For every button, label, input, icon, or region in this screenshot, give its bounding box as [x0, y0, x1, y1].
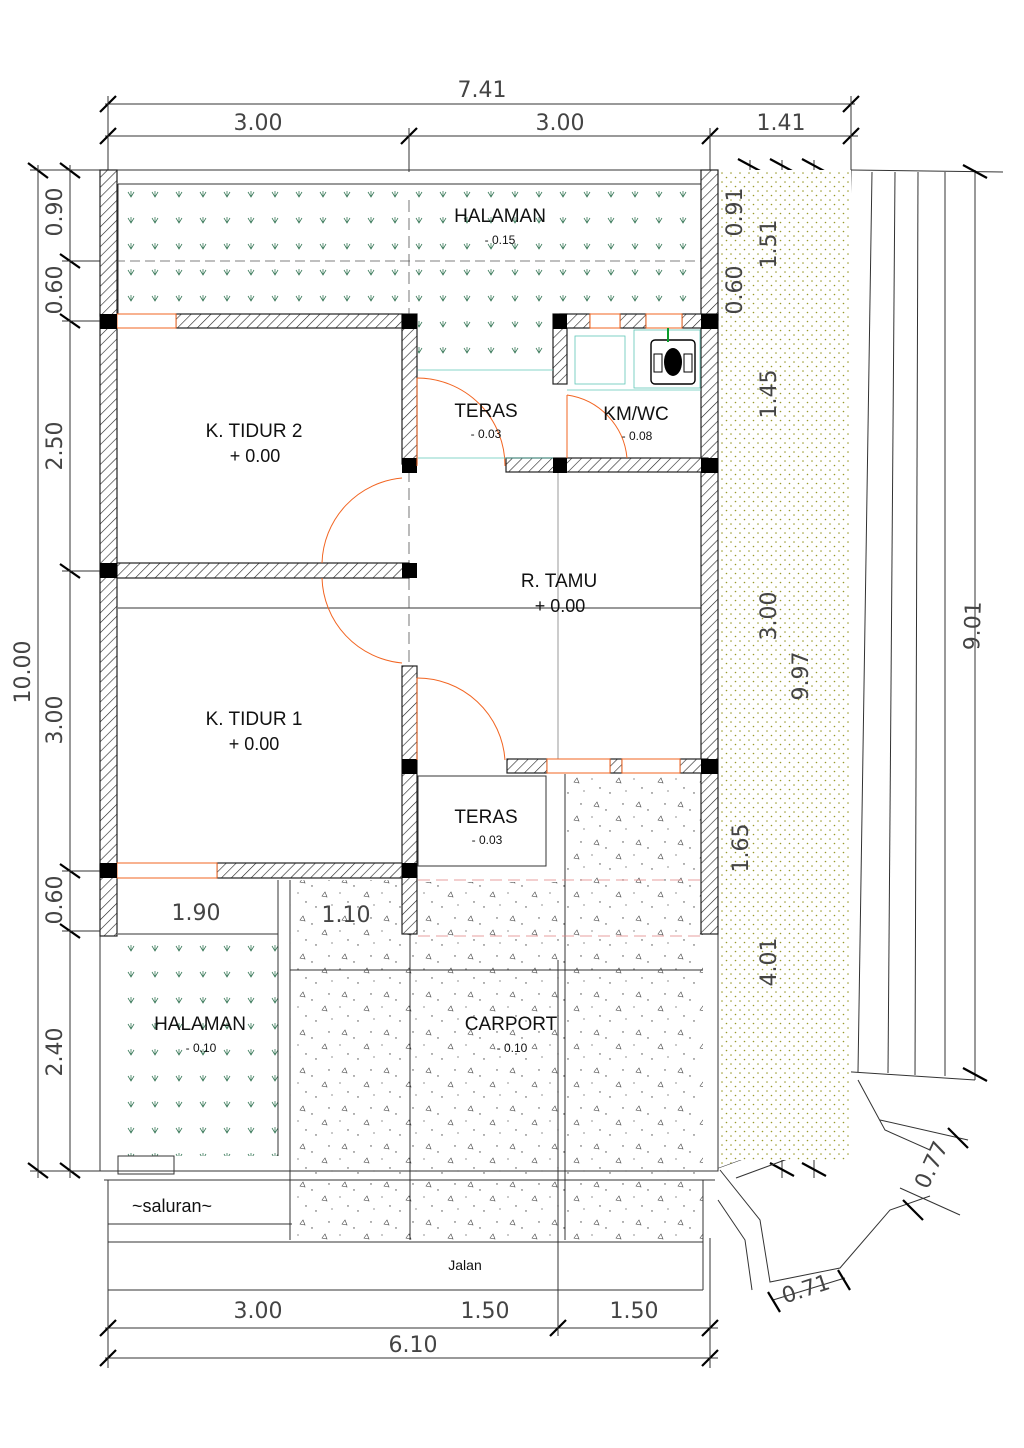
dim-front-2: 1.10	[322, 903, 371, 928]
dim-diag-2: 0.71	[779, 1270, 833, 1309]
room-halaman-top-level: - 0.15	[485, 233, 516, 247]
columns	[100, 314, 718, 878]
room-kmwc-level: - 0.08	[622, 429, 653, 443]
room-tidur1-level: + 0.00	[229, 734, 280, 754]
dim-right-b3: 3.00	[757, 592, 782, 641]
dim-right-b1: 1.51	[757, 220, 782, 269]
dim-top-right: 1.41	[757, 111, 806, 136]
dim-left-5: 0.60	[43, 876, 68, 925]
dim-right-d: 9.01	[960, 601, 987, 651]
dim-top-mid: 3.00	[536, 111, 585, 136]
site-lines	[99, 169, 719, 1291]
dim-left-4: 3.00	[43, 696, 68, 745]
room-kmwc-name: KM/WC	[603, 404, 668, 425]
room-teras-front-name: TERAS	[454, 807, 517, 828]
room-teras-top-name: TERAS	[454, 401, 517, 422]
dim-left-2: 0.60	[43, 266, 68, 315]
room-teras-top-level: - 0.03	[471, 427, 502, 441]
dim-bottom-mid: 1.50	[461, 1299, 510, 1324]
dim-bottom-right: 1.50	[610, 1299, 659, 1324]
jalan-label: Jalan	[448, 1257, 481, 1273]
room-tidur2-name: K. TIDUR 2	[206, 421, 303, 442]
dim-left-3: 2.50	[43, 422, 68, 471]
dim-top-left: 3.00	[234, 111, 283, 136]
squat-toilet-icon	[650, 328, 696, 385]
dim-bottom-left: 3.00	[234, 1299, 283, 1324]
dim-left-6: 2.40	[43, 1028, 68, 1077]
room-teras-front-level: - 0.03	[472, 833, 503, 847]
room-halaman-top-name: HALAMAN	[454, 206, 546, 227]
dim-right-b2: 1.45	[757, 370, 782, 419]
dim-bottom-total: 6.10	[389, 1333, 438, 1358]
room-halaman-front-level: - 0.10	[186, 1041, 217, 1055]
room-labels: HALAMAN - 0.15 TERAS - 0.03 KM/WC - 0.08…	[132, 206, 669, 1273]
room-tidur1-name: K. TIDUR 1	[206, 709, 303, 730]
room-carport-name: CARPORT	[465, 1014, 558, 1035]
dimension-labels: 7.41 3.00 3.00 1.41 3.00 1.50 1.50 6.10 …	[11, 78, 987, 1358]
room-tamu-name: R. TAMU	[521, 571, 597, 592]
room-tamu-level: + 0.00	[535, 596, 586, 616]
room-halaman-front-name: HALAMAN	[154, 1014, 246, 1035]
bathroom-fixtures	[418, 328, 701, 459]
dim-right-c: 9.97	[789, 652, 814, 701]
dim-right-a1: 0.91	[723, 188, 748, 237]
site-fills	[118, 170, 851, 1240]
doors	[321, 377, 628, 761]
room-tidur2-level: + 0.00	[230, 446, 281, 466]
dim-front-1: 1.90	[172, 901, 221, 926]
dim-right-b4: 1.65	[729, 824, 754, 873]
dim-right-e: 4.01	[757, 938, 782, 987]
dim-right-a2: 0.60	[723, 266, 748, 315]
dim-left-total: 10.00	[11, 641, 36, 704]
dim-left-1: 0.90	[43, 188, 68, 237]
dim-diag-1: 0.77	[910, 1138, 953, 1193]
room-carport-level: - 0.10	[497, 1041, 528, 1055]
saluran-label: ~saluran~	[132, 1196, 212, 1216]
dim-top-total: 7.41	[458, 78, 507, 103]
